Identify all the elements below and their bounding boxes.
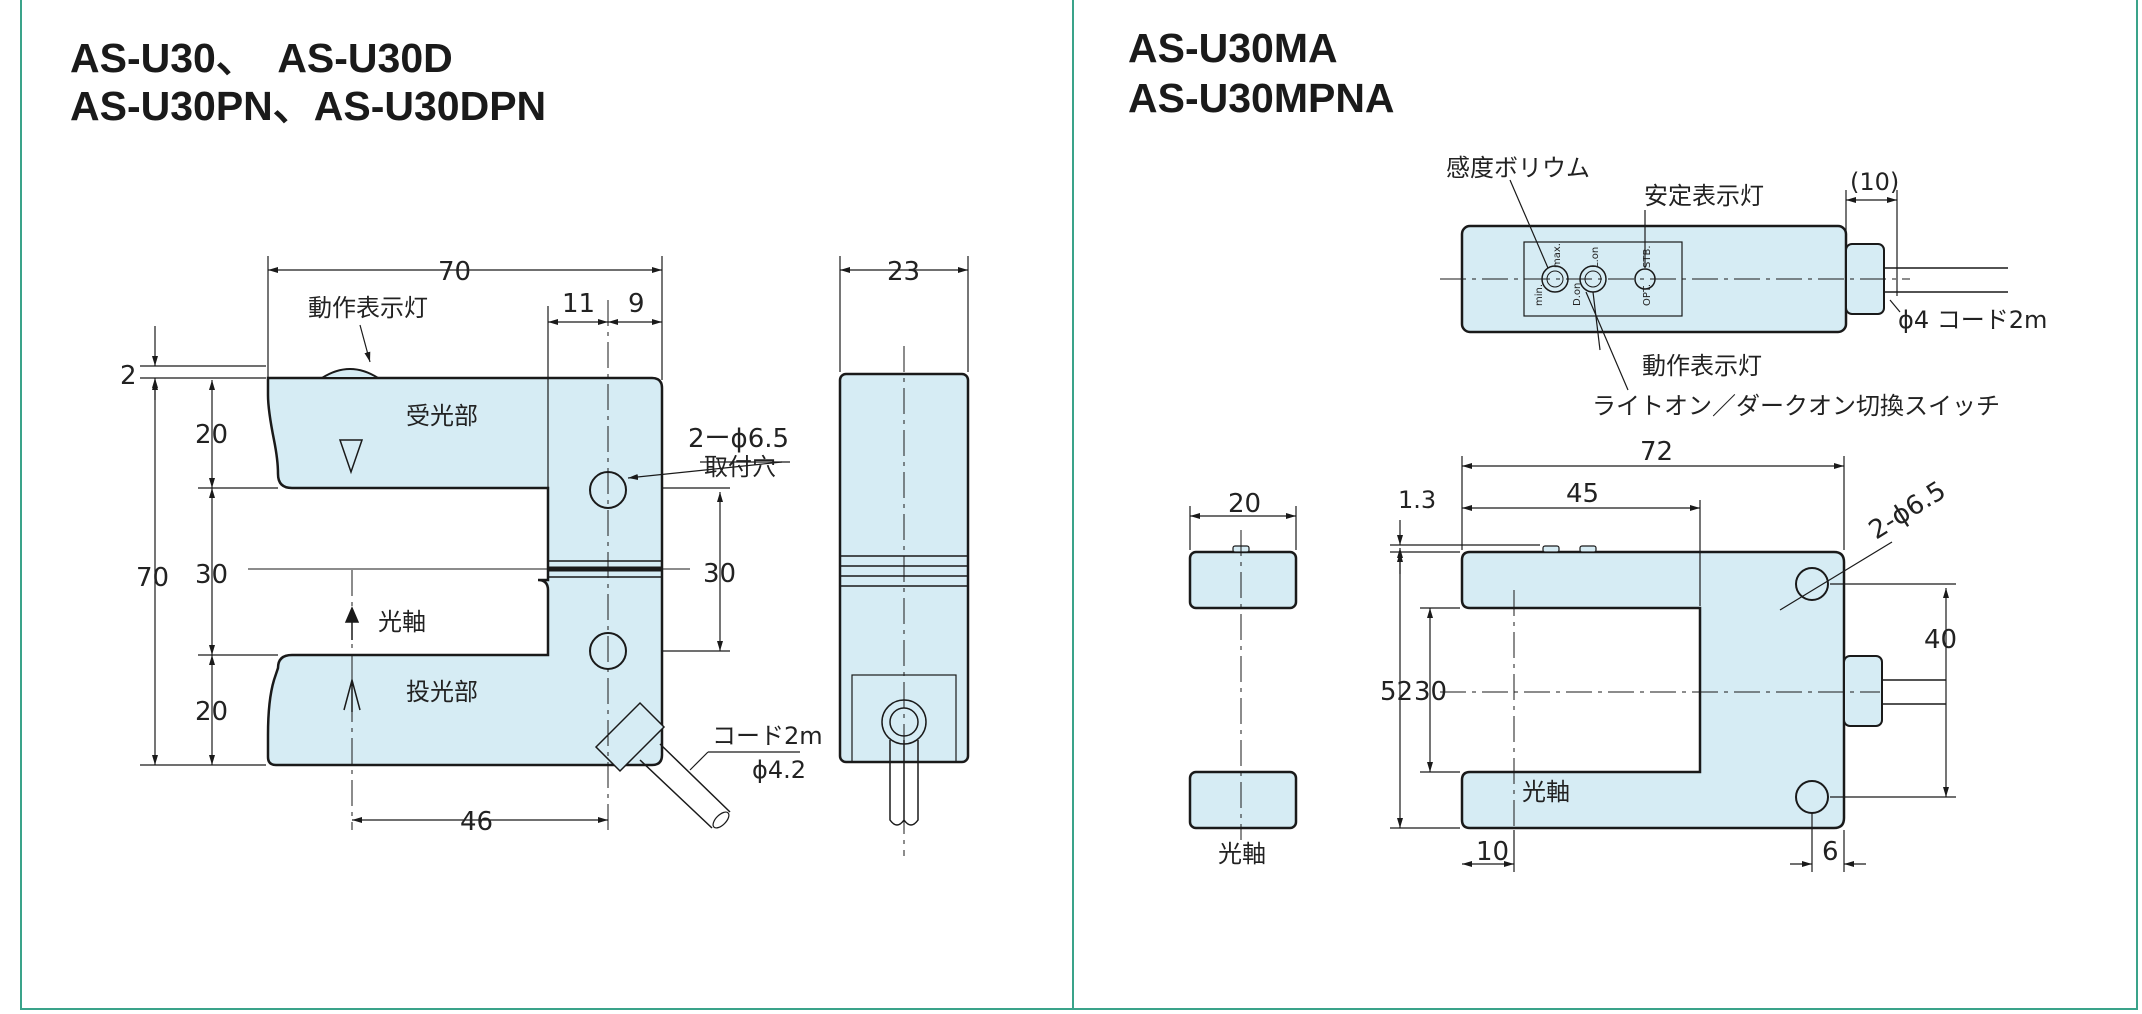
label-operation-lamp: 動作表示灯 — [308, 294, 428, 322]
left-title-line-2: AS-U30PN、AS-U30DPN — [70, 83, 547, 129]
dim-72: 72 — [1640, 437, 1673, 467]
label-sensitivity-volume: 感度ボリウム — [1446, 154, 1590, 182]
right-top-view: min. max. D.on L.on OPT. STB. 感度ボリウム 安定表… — [1440, 154, 2047, 420]
panel-l-on: L.on — [1590, 247, 1601, 268]
dim-46: 46 — [460, 807, 493, 837]
label-optical-axis: 光軸 — [378, 608, 426, 636]
receiver-arrow-icon — [338, 439, 364, 475]
label-emitter: 投光部 — [406, 678, 478, 706]
dim-70-left: 70 — [136, 563, 169, 593]
left-side-view — [838, 256, 970, 856]
label-receiver: 受光部 — [406, 402, 478, 430]
dim-20-bottom: 20 — [195, 697, 228, 727]
dim-52: 52 — [1380, 677, 1413, 707]
label-switch: ライトオン／ダークオン切換スイッチ — [1592, 392, 2000, 420]
right-side-lower — [1188, 770, 1298, 830]
label-cord-dia: ϕ4.2 — [752, 756, 806, 784]
dim-2: 2 — [120, 361, 137, 391]
u-sensor-body — [266, 376, 664, 767]
label-side-optical-axis: 光軸 — [1218, 840, 1266, 868]
panel-stb: STB. — [1642, 246, 1653, 269]
right-title-line-1: AS-U30MA — [1128, 25, 1338, 71]
right-side-view: 20 光軸 — [1188, 489, 1298, 868]
dim-11: 11 — [562, 289, 595, 319]
dim-45: 45 — [1566, 479, 1599, 509]
dim-20-top: 20 — [195, 420, 228, 450]
left-title-line-1: AS-U30、 AS-U30D — [70, 35, 453, 81]
right-title-line-2: AS-U30MPNA — [1128, 75, 1395, 121]
dim-30-right-view: 30 — [1414, 677, 1447, 707]
left-front-view — [140, 256, 800, 830]
panel-d-on: D.on — [1572, 283, 1583, 306]
lamp-bump — [318, 368, 382, 379]
dim-40: 40 — [1924, 625, 1957, 655]
label-cord: コード2m — [712, 722, 823, 750]
label-operation-lamp-right: 動作表示灯 — [1642, 352, 1762, 380]
right-mount-hole-top — [1795, 567, 1829, 601]
dim-10: 10 — [1476, 837, 1509, 867]
dim-1-3: 1.3 — [1398, 486, 1436, 514]
dim-70-top: 70 — [438, 257, 471, 287]
label-stability-lamp: 安定表示灯 — [1644, 182, 1764, 210]
label-cord-right: ϕ4 コード2m — [1898, 306, 2047, 334]
dim-30-left: 30 — [195, 560, 228, 590]
label-mount-holes-sub: 取付穴 — [704, 453, 776, 481]
label-mount-holes: 2ーϕ6.5 — [688, 424, 789, 454]
panel-opt: OPT. — [1642, 284, 1653, 306]
cable — [639, 743, 731, 829]
panel-max: max. — [1552, 243, 1563, 268]
right-front-view: 72 45 1.3 2-ϕ6.5 40 52 30 10 6 光軸 — [1380, 437, 1957, 872]
dim-6: 6 — [1822, 837, 1839, 867]
right-u-body — [1460, 550, 1846, 830]
dim-20-side: 20 — [1228, 489, 1261, 519]
dim-23: 23 — [887, 257, 920, 287]
dim-30-right: 30 — [703, 559, 736, 589]
right-cable-gland — [1843, 655, 1883, 727]
panel-min: min. — [1534, 284, 1545, 306]
label-right-mount-holes: 2-ϕ6.5 — [1864, 476, 1952, 546]
cable-gland — [594, 701, 666, 773]
right-panel-frame — [1072, 0, 2138, 1010]
left-labels: 70 11 9 23 2 20 30 20 70 30 46 動作表示灯 受光部… — [120, 257, 920, 837]
label-right-optical-axis: 光軸 — [1522, 778, 1570, 806]
dim-9: 9 — [628, 289, 645, 319]
dim-10-paren: (10) — [1850, 168, 1899, 196]
right-side-upper — [1188, 550, 1298, 610]
cable-end — [712, 811, 730, 829]
